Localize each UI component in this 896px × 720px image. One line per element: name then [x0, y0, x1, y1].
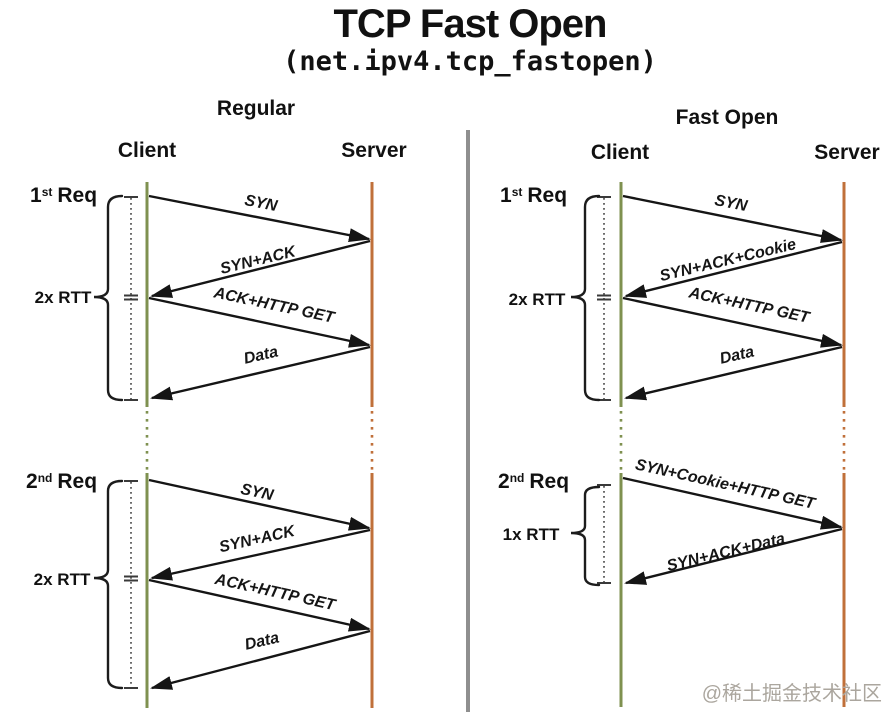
fastopen-first-req-label: 1st Req — [500, 184, 567, 208]
arrow-label: ACK+HTTP GET — [686, 284, 812, 327]
regular-server-label: Server — [341, 139, 407, 162]
watermark: @稀土掘金技术社区 — [701, 683, 882, 705]
message-arrow-ack-http-get — [148, 296, 371, 348]
arrow-label: SYN+ACK+Cookie — [658, 236, 798, 285]
req-number: 1 — [30, 184, 42, 207]
regular-first-req-label: 1st Req — [30, 184, 97, 208]
req-ordinal: nd — [37, 471, 53, 485]
regular-first-req-ruler — [124, 196, 138, 401]
fastopen-client-label: Client — [590, 141, 650, 164]
fastopen-second-req-label: 2nd Req — [498, 470, 569, 494]
message-arrow-syn-ack-cookie — [624, 240, 843, 298]
message-arrow-syn-ack — [150, 239, 371, 298]
message-arrow-data — [150, 629, 371, 690]
req-number: 2 — [498, 470, 510, 493]
arrow-label: SYN — [239, 481, 275, 505]
regular-second-rtt-brace — [93, 479, 124, 690]
regular-second-rtt-label: 2x RTT — [33, 570, 91, 589]
req-word: Req — [57, 184, 98, 207]
fastopen-server-label: Server — [814, 141, 880, 164]
arrow-label: SYN+ACK — [218, 523, 298, 557]
req-word: Req — [527, 184, 568, 207]
regular-second-req-label: 2nd Req — [26, 470, 97, 494]
arrow-label: SYN+ACK+Data — [665, 530, 787, 575]
req-word: Req — [57, 470, 98, 493]
regular-first-rtt-brace — [93, 194, 124, 402]
regular-first-rtt-label: 2x RTT — [34, 288, 92, 307]
fastopen-first-rtt-label: 2x RTT — [508, 290, 566, 309]
message-arrow-syn — [148, 478, 371, 531]
arrow-label: SYN+Cookie+HTTP GET — [634, 456, 818, 513]
panel-heading-regular: Regular — [216, 97, 296, 120]
arrow-label: SYN — [243, 192, 279, 215]
fastopen-second-rtt-brace — [570, 485, 601, 587]
page-title: TCP Fast Open — [333, 2, 608, 46]
req-number: 1 — [500, 184, 512, 207]
message-arrow-ack-http-get — [148, 578, 371, 632]
message-arrow-syn-cookie-http-get — [622, 476, 843, 530]
arrow-label: Data — [718, 343, 756, 367]
message-arrow-syn — [622, 194, 843, 243]
req-number: 2 — [26, 470, 38, 493]
req-word: Req — [529, 470, 570, 493]
fastopen-second-req-ruler — [597, 484, 611, 584]
sysctl-subtitle: (net.ipv4.tcp_fastopen) — [283, 46, 657, 77]
message-arrow-syn-ack — [150, 528, 371, 581]
message-arrow-data — [624, 345, 843, 401]
message-arrow-syn-ack-data — [624, 527, 843, 585]
fastopen-first-rtt-brace — [570, 194, 601, 402]
req-ordinal: st — [41, 185, 53, 199]
panel-heading-fast-open: Fast Open — [675, 106, 779, 129]
arrow-label: ACK+HTTP GET — [211, 284, 337, 327]
regular-client-label: Client — [117, 139, 177, 162]
arrow-label: Data — [242, 343, 280, 367]
fastopen-first-req-ruler — [597, 196, 611, 401]
fastopen-second-rtt-label: 1x RTT — [502, 525, 560, 544]
message-arrow-data — [150, 345, 371, 401]
arrow-label: SYN+ACK — [219, 243, 299, 278]
req-ordinal: nd — [509, 471, 525, 485]
message-arrow-syn — [148, 194, 371, 243]
arrow-label: Data — [243, 629, 281, 653]
message-arrow-ack-http-get — [622, 296, 843, 348]
regular-second-req-ruler — [124, 480, 138, 689]
req-ordinal: st — [511, 185, 523, 199]
arrow-label: SYN — [713, 192, 749, 215]
